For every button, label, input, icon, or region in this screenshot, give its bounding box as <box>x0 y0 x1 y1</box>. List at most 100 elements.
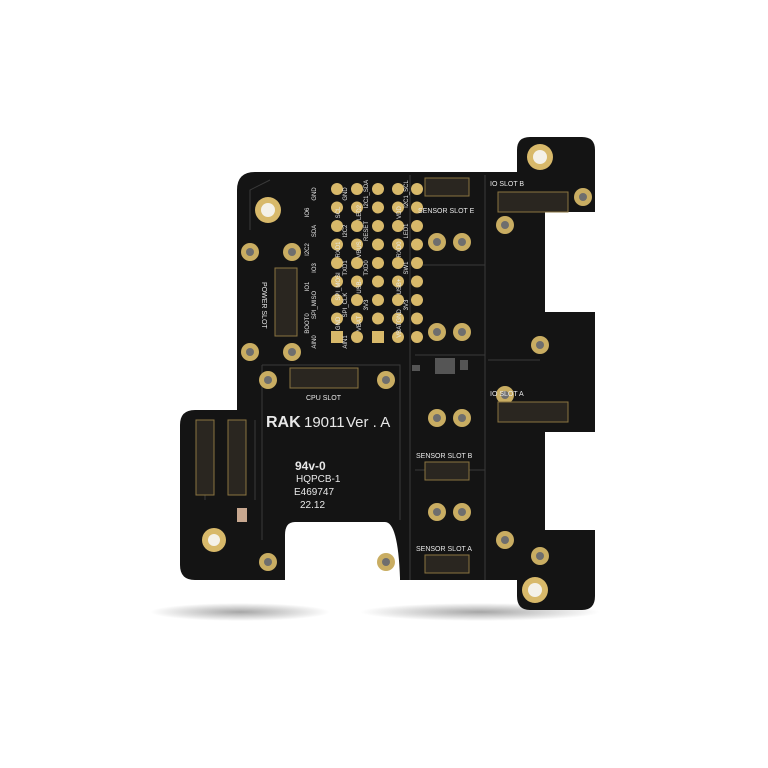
cpu-slot-connector <box>289 367 359 389</box>
pin-label: IO3 <box>312 263 318 273</box>
shadow <box>150 603 330 621</box>
pin-label: LED2 <box>357 204 363 220</box>
pin-label: GND <box>336 316 342 330</box>
pin-label: I2C1_SDA <box>364 180 370 208</box>
pin-pad <box>372 312 384 325</box>
io-slot-a-label: IO SLOT A <box>490 391 524 398</box>
pin-label: I2C2 <box>343 224 349 237</box>
io-slot-b-label: IO SLOT B <box>490 181 524 188</box>
pin-pad <box>351 220 363 232</box>
pin-pad <box>392 183 404 195</box>
pin-pad <box>392 257 404 269</box>
date-code-label: 22.12 <box>300 500 325 511</box>
sensor-slot-e-label: SENSOR SLOT E <box>418 208 475 215</box>
pin-label: 3V3 <box>404 299 410 310</box>
cpu-slot-label: CPU SLOT <box>306 395 342 402</box>
sensor-slot-e-connector <box>424 177 470 197</box>
sensor-slot-b-connector <box>424 461 470 481</box>
pin-pad <box>331 220 343 232</box>
pin-label: 3V3 <box>364 299 370 310</box>
pin-label: I2C2 <box>305 243 311 256</box>
pin-label: SPI_MISO <box>312 290 318 319</box>
ul-file-label: E469747 <box>294 487 334 498</box>
pin-pad <box>331 312 343 325</box>
pin-label: IO1 <box>305 281 311 291</box>
pin-pad <box>411 201 423 214</box>
pin-pad <box>411 257 423 269</box>
pin-pad <box>372 331 384 343</box>
pin-pad <box>351 312 363 325</box>
pin-label: AIN1 <box>343 335 349 349</box>
pin-label: VBAT <box>357 316 363 332</box>
pin-label: VDD <box>397 206 403 219</box>
brand-label: RAK <box>266 414 301 431</box>
pin-pad <box>411 220 423 232</box>
pin-label: SW1 <box>404 261 410 275</box>
pin-pad <box>392 312 404 325</box>
pin-label: AIN0 <box>312 335 318 349</box>
sensor-slot-a-connector <box>424 554 470 574</box>
manufacturer-label: HQPCB-1 <box>296 474 341 485</box>
mounting-holes <box>202 144 553 603</box>
pin-pad <box>411 183 423 195</box>
pin-pad <box>351 275 363 288</box>
pin-pad <box>331 257 343 269</box>
pin-pad <box>331 183 343 195</box>
header-right <box>227 419 247 496</box>
pin-pad <box>411 294 423 306</box>
pin-pad <box>392 201 404 214</box>
io-slot-b-connector <box>497 191 569 213</box>
pin-pad <box>392 331 404 343</box>
pin-pad <box>331 275 343 288</box>
pin-pad <box>351 257 363 269</box>
version-label: Ver . A <box>346 414 390 431</box>
pin-pad <box>411 331 423 343</box>
model-label: 19011 <box>304 414 345 431</box>
pin-pad <box>372 275 384 288</box>
pin-pad <box>351 331 363 343</box>
pin-pad <box>411 238 423 251</box>
pin-label: RXD1 <box>336 241 342 258</box>
pin-label: BOOT0 <box>305 313 311 334</box>
pin-label: USB+ <box>397 278 403 294</box>
pin-pad <box>331 201 343 214</box>
via-holes <box>246 193 587 566</box>
pin-label: SPI_CLK <box>343 293 349 318</box>
pin-label: IO6 <box>305 207 311 217</box>
io-slot-a-connector <box>497 401 569 423</box>
pin-label: SPI_MOSI <box>336 272 342 301</box>
sensor-slot-a-label: SENSOR SLOT A <box>416 546 472 553</box>
led <box>237 508 247 522</box>
flammability-label: 94v-0 <box>295 459 326 473</box>
pin-pad <box>372 220 384 232</box>
pin-label: USB- <box>357 279 363 293</box>
pin-label: LED1 <box>404 223 410 239</box>
pin-label: I2C1_SCL <box>404 179 410 207</box>
pin-label: RESET <box>364 221 370 241</box>
sensor-slot-b-label: SENSOR SLOT B <box>416 453 473 460</box>
pin-label: RXD0 <box>397 241 403 258</box>
pin-pad <box>411 275 423 288</box>
pin-pad <box>372 183 384 195</box>
pin-pad <box>331 238 343 251</box>
pin-pad <box>372 201 384 214</box>
pin-label: SDA <box>312 225 318 237</box>
pin-label: TXD0 <box>364 260 370 276</box>
pin-label: VBATGND <box>397 309 403 338</box>
pin-pad <box>372 257 384 269</box>
connectors <box>195 177 569 574</box>
pin-label: GND <box>312 187 318 201</box>
pin-pad <box>392 275 404 288</box>
pin-pad <box>372 294 384 306</box>
pin-pad <box>392 220 404 232</box>
header-left <box>195 419 215 496</box>
power-slot-connector <box>274 267 298 337</box>
pin-pad <box>411 312 423 325</box>
pin-pad <box>392 238 404 251</box>
smd-components <box>412 358 468 374</box>
pin-pad <box>392 294 404 306</box>
pin-pad <box>351 201 363 214</box>
pin-header-grid: GNDIO6SDAI2C2IO3IO1SPI_MISOBOOT0AIN0GNDS… <box>305 179 423 349</box>
pin-pad <box>331 294 343 306</box>
